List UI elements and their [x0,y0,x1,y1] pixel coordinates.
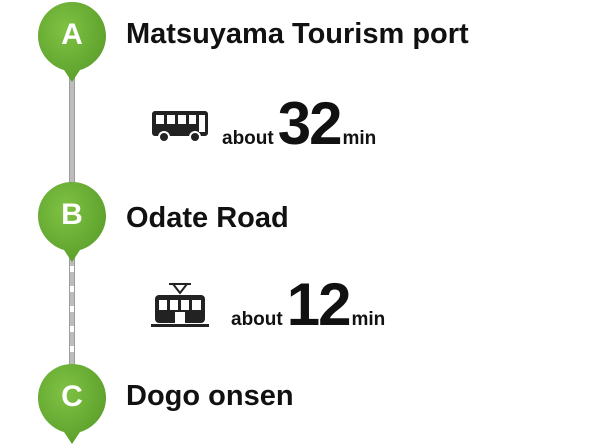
route-line-solid [69,70,75,190]
duration-unit: min [351,309,386,330]
map-pin-icon [38,364,106,444]
stop-letter: B [61,198,83,231]
stop-letter: C [61,380,83,413]
stop-letter: A [61,18,83,51]
stop-name-b: Odate Road [126,202,289,234]
duration-prefix: about [222,128,274,149]
duration-unit: min [342,128,377,149]
map-pin-icon [38,182,106,262]
route-line-dashed [69,252,75,370]
duration-minutes: 12 [286,271,352,338]
stop-marker-c: C [36,362,108,444]
duration-prefix: about [231,309,283,330]
map-pin-icon [38,2,106,82]
stop-marker-b: B [36,180,108,262]
tram-icon [151,282,209,333]
stop-name-c: Dogo onsen [126,380,294,412]
bus-icon [152,111,208,148]
duration-minutes: 32 [277,90,343,157]
stop-marker-a: A [36,0,108,82]
stop-name-a: Matsuyama Tourism port [126,18,469,50]
